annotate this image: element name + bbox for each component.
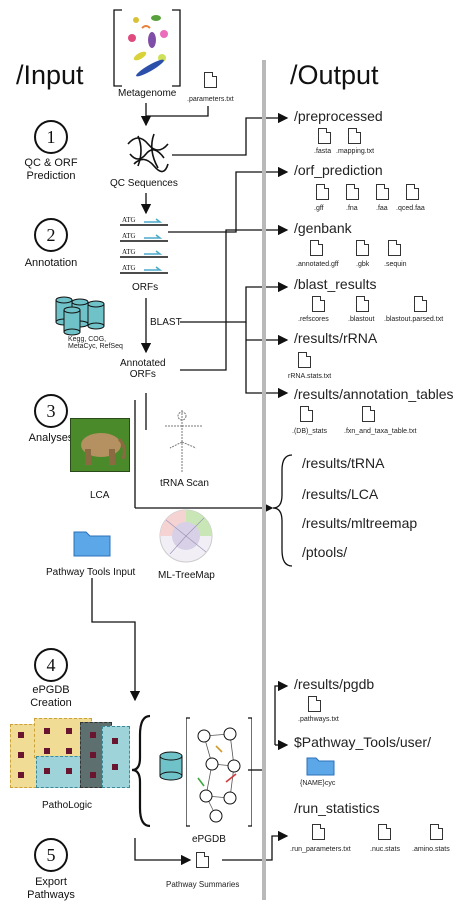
file-label: .blastout.parsed.txt [384,316,444,323]
file-label: .fasta [314,148,332,155]
pathway-summaries-label: Pathway Summaries [166,880,240,889]
file-icon [316,184,329,200]
file-label: {NAME}cyc [300,780,336,787]
step-3-label: Analyses [28,432,74,444]
file-icon [318,128,331,144]
file-label: .pathways.txt [298,716,339,723]
epgdb-label: ePGDB [192,834,226,845]
file-icon [362,406,375,422]
output-preprocessed: /preprocessed [294,108,383,124]
file-icon [348,128,361,144]
file-label: .sequin [384,261,407,268]
trna-scan-label: tRNA Scan [160,478,209,489]
output-pathway-tools-user: $Pathway_Tools/user/ [294,734,431,750]
step-2-badge: 2 [34,218,68,252]
file-icon [298,352,311,368]
output-mltreemap: /results/mltreemap [302,515,418,531]
folder-icon [306,757,335,776]
atg-label-1: ATG [122,216,136,224]
output-lca: /results/LCA [302,486,379,502]
output-run-statistics: /run_statistics [294,800,380,816]
step-1-label: QC & ORF Prediction [24,157,78,182]
file-icon [310,240,323,256]
file-label: .(DB)_stats [292,428,328,435]
epgdb-network-icon [186,717,252,827]
file-label: .fna [346,205,358,212]
input-output-divider [262,60,266,900]
atg-label-3: ATG [122,248,136,256]
file-label: .refscores [298,316,329,323]
pathologic-diagram [10,718,130,790]
output-header: /Output [290,60,379,90]
epgdb-database-icon [159,751,183,781]
file-icon [414,296,427,312]
file-icon [308,696,321,712]
step-4-label: ePGDB Creation [30,684,72,709]
output-trna: /results/tRNA [302,455,385,471]
file-label: .amino.stats [412,846,450,853]
blast-label: BLAST [150,317,182,328]
parameters-file-label: .parameters.txt [187,96,234,103]
atg-label-2: ATG [122,232,136,240]
step-5-label: Export Pathways [27,876,75,901]
step-1-badge: 1 [34,120,68,154]
pathologic-label: PathoLogic [42,800,93,811]
databases-label: Kegg, COG, MetaCyc, RefSeq [68,336,123,350]
output-blast-results: /blast_results [294,276,377,292]
output-orf-prediction: /orf_prediction [294,162,383,178]
qc-sequences-icon [127,133,169,173]
file-label: .mapping.txt [336,148,375,155]
file-icon [388,240,401,256]
file-label: .fxn_and_taxa_table.txt [344,428,417,435]
metagenome-label: Metagenome [118,88,177,99]
output-pgdb: /results/pgdb [294,676,375,692]
file-icon [312,296,325,312]
parameters-file-icon [204,72,217,88]
file-icon [406,184,419,200]
file-icon [376,184,389,200]
file-label: .gbk [356,261,370,268]
file-icon [346,184,359,200]
file-label: .faa [376,205,388,212]
orf-sequences-icon: ATG ATG ATG ATG [120,216,168,274]
step-4-badge: 4 [34,648,68,682]
ml-treemap-label: ML-TreeMap [158,570,215,581]
file-label: .qced.faa [396,205,425,212]
file-icon [430,824,443,840]
file-icon [356,240,369,256]
annotated-orfs-label: Annotated ORFs [120,358,166,380]
ml-treemap-icon [159,509,213,563]
file-icon [300,406,313,422]
output-annotation-tables: /results/annotation_tables [294,386,454,402]
trna-structure-icon [164,410,202,472]
output-ptools: /ptools/ [302,544,348,560]
step-2-label: Annotation [24,257,78,269]
qc-sequences-label: QC Sequences [110,178,178,189]
atg-label-4: ATG [122,264,136,272]
file-icon [378,824,391,840]
output-genbank: /genbank [294,220,352,236]
folder-icon [73,531,111,557]
pathway-summaries-file-icon [196,852,209,868]
file-icon [312,824,325,840]
file-label: .annotated.gff [296,261,339,268]
lca-image [70,418,130,472]
file-label: .nuc.stats [370,846,400,853]
output-rrna: /results/rRNA [294,330,378,346]
file-label: .run_parameters.txt [290,846,351,853]
step-3-badge: 3 [34,394,68,428]
file-label: .gff [314,205,324,212]
file-label: .blastout [348,316,375,323]
orfs-label: ORFs [132,282,159,293]
input-header: /Input [16,60,84,90]
pathway-tools-input-label: Pathway Tools Input [46,567,136,578]
lca-label: LCA [90,490,110,501]
file-icon [356,296,369,312]
step-5-badge: 5 [34,838,68,872]
microbe-icon [128,15,168,77]
database-icon [55,296,105,336]
file-label: rRNA.stats.txt [288,373,332,380]
